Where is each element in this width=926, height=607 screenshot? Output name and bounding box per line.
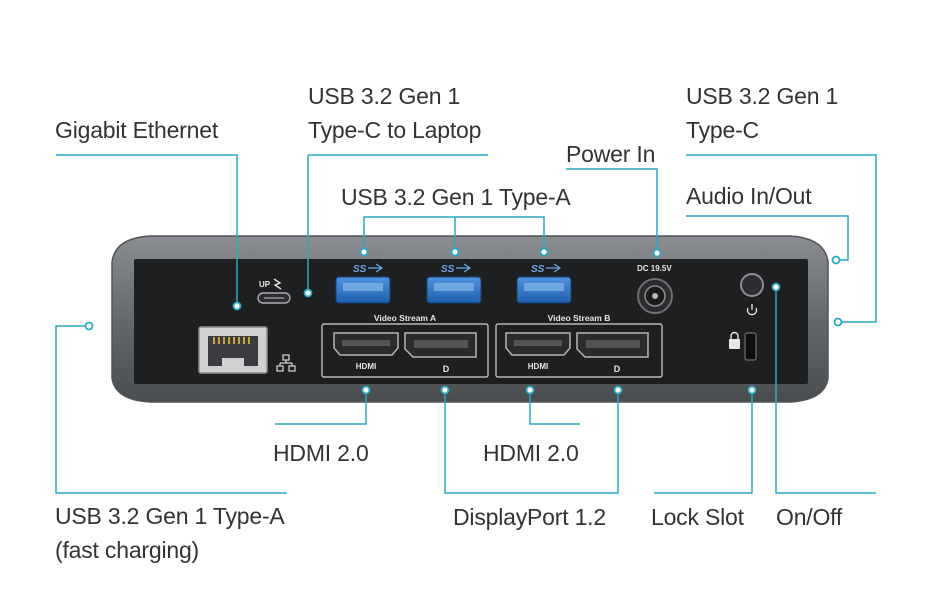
callout-lines [55, 154, 877, 494]
video-stream-b-label: Video Stream B [548, 313, 611, 323]
label-gigabit-ethernet: Gigabit Ethernet [55, 117, 219, 143]
usb-c-lightning-icon [273, 278, 282, 290]
dp-mark: D [443, 364, 450, 374]
usb-c-upstream-port [257, 292, 291, 304]
label-lock-slot: Lock Slot [651, 504, 744, 530]
label-displayport: DisplayPort 1.2 [453, 504, 606, 530]
label-usb-c-laptop-line1: USB 3.2 Gen 1 [308, 83, 461, 109]
label-hdmi-a: HDMI 2.0 [273, 440, 369, 466]
label-usb-a-top: USB 3.2 Gen 1 Type-A [341, 184, 571, 210]
up-mark: UP [259, 280, 271, 289]
dp-mark: D [614, 364, 621, 374]
label-usb-a-fast-line1: USB 3.2 Gen 1 Type-A [55, 503, 285, 529]
dc-power-jack [637, 278, 673, 314]
callout-hdmi-a [275, 390, 367, 425]
callout-on-off [775, 287, 876, 494]
label-audio: Audio In/Out [686, 183, 812, 209]
power-button [740, 273, 764, 297]
usb-a-port-2: SS [426, 263, 482, 304]
displayport-port-b [576, 332, 649, 358]
hdmi-port-a [333, 332, 399, 356]
power-icon [746, 304, 758, 316]
label-usb-c-line2: Type-C [686, 117, 759, 143]
callout-hdmi-b [529, 390, 580, 425]
video-stream-a-label: Video Stream A [374, 313, 436, 323]
callout-audio [686, 215, 849, 261]
displayport-port-a [404, 332, 477, 358]
superspeed-mark: SS [531, 264, 545, 275]
label-power-in: Power In [566, 141, 656, 167]
callout-usb-a-fast [55, 325, 287, 494]
dc-label: DC 19.5V [637, 264, 672, 273]
callout-lock-slot [654, 390, 753, 494]
superspeed-mark: SS [441, 264, 455, 275]
hdmi-port-b [505, 332, 571, 356]
label-hdmi-b: HDMI 2.0 [483, 440, 579, 466]
label-on-off: On/Off [776, 504, 843, 530]
callout-dots [84, 247, 843, 395]
video-stream-b-group [495, 323, 663, 378]
lock-slot [744, 332, 757, 361]
callout-usb-c [686, 154, 877, 323]
lock-icon [729, 331, 740, 349]
usb-a-port-3: SS [516, 263, 572, 304]
video-stream-a-group [321, 323, 489, 378]
label-usb-a-fast-line2: (fast charging) [55, 537, 200, 563]
usb-a-port-1: SS [335, 263, 391, 304]
hdmi-mark: HDMI [528, 362, 548, 371]
hdmi-mark: HDMI [356, 362, 376, 371]
ethernet-port [198, 326, 268, 374]
callout-ethernet [56, 154, 238, 306]
callout-power-in [566, 168, 658, 253]
callout-displayport [444, 390, 619, 494]
label-usb-c-line1: USB 3.2 Gen 1 [686, 83, 839, 109]
superspeed-mark: SS [353, 264, 367, 275]
label-usb-c-laptop-line2: Type-C to Laptop [308, 117, 482, 143]
network-icon [276, 354, 296, 372]
callout-usb-a-top [363, 216, 545, 252]
